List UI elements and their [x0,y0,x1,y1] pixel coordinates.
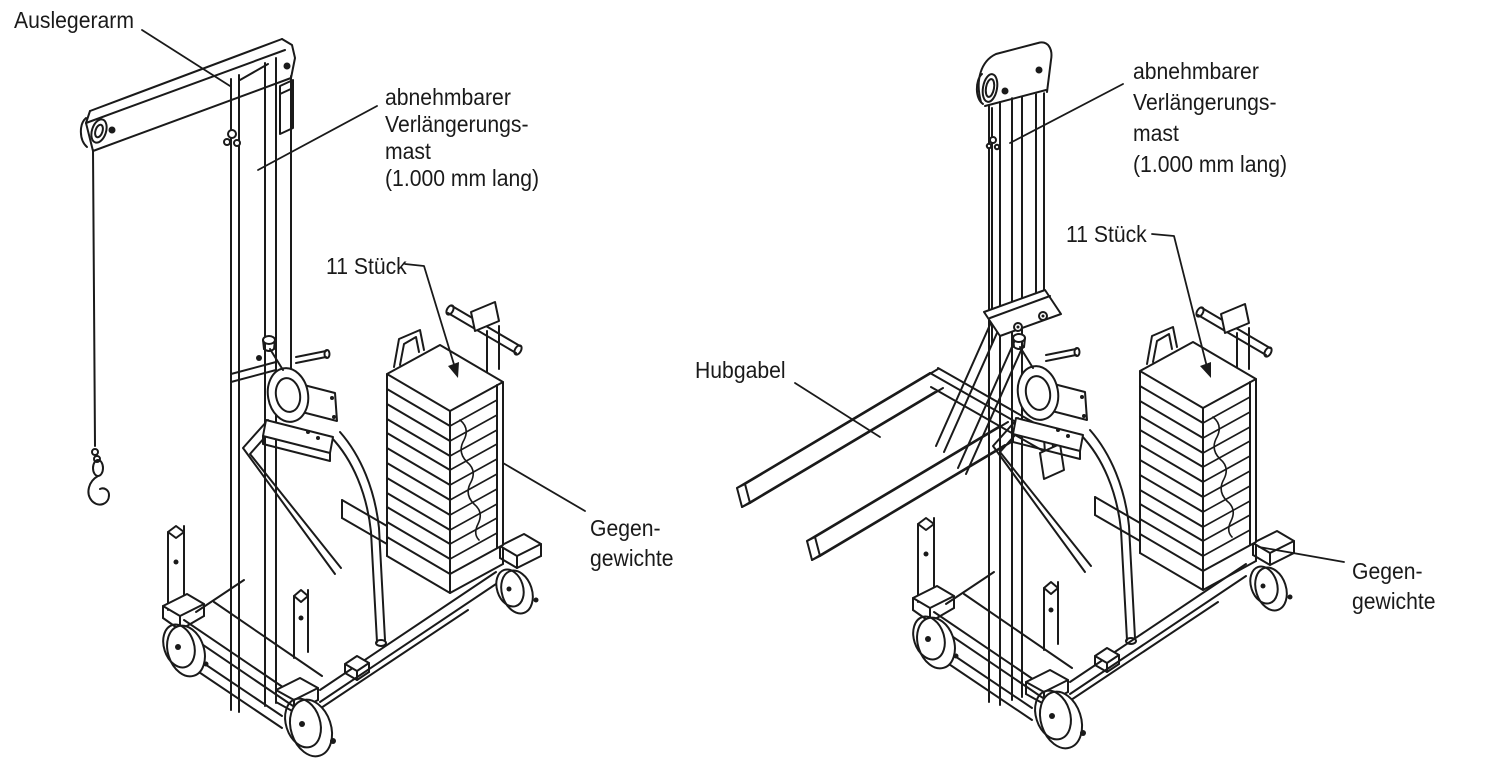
left-machine-drawing [79,38,542,758]
leader-counterweights-right [1258,546,1345,563]
label-line: abnehmbarer [1133,58,1259,84]
leader-auslegerarm [141,29,231,87]
lifting-fork [736,317,1065,561]
label-line: (1.000 mm lang) [1133,151,1288,177]
leader-lines [141,29,1345,563]
arrowhead-count-left [448,362,459,378]
counterweight-tray-left [341,499,542,615]
leader-counterweights-left [502,462,586,512]
label-count-left: 11 Stück [326,253,407,279]
right-machine-drawing [736,41,1295,750]
label-extension-mast-right: abnehmbarer Verlängerungs- mast (1.000 m… [1133,56,1287,180]
label-auslegerarm: Auslegerarm [14,7,134,33]
label-line: gewichte [1352,588,1436,614]
arrowhead-count-right [1200,362,1211,378]
leader-extension-mast-left [257,105,378,171]
label-extension-mast-left: abnehmbarer Verlängerungs- mast (1.000 m… [385,84,539,192]
counterweight-stack-right [1139,326,1257,572]
label-line: Verlängerungs- [385,111,529,137]
push-handle-left [445,301,523,375]
label-counterweights-left: Gegen- gewichte [590,513,674,573]
label-line: Gegen- [590,515,661,541]
label-counterweights-right: Gegen- gewichte [1352,556,1436,616]
leader-hubgabel [794,382,881,438]
leader-count-right [1151,233,1209,372]
jib-arm [79,38,296,152]
label-line: gewichte [590,545,674,571]
rope-and-hook [87,149,110,506]
push-handle-right [1195,303,1273,375]
leader-count-left [404,263,457,372]
label-hubgabel: Hubgabel [695,357,786,383]
label-line: abnehmbarer [385,84,511,110]
support-braces-right [992,417,1137,645]
label-line: Gegen- [1352,558,1423,584]
label-line: (1.000 mm lang) [385,165,540,191]
chassis-left [162,501,497,758]
mast-left [223,57,294,713]
counterweight-stack-left [386,329,504,575]
winch-left [262,335,338,462]
label-line: Verlängerungs- [1133,89,1277,115]
label-line: mast [385,138,431,164]
leader-extension-mast-right [1009,83,1124,144]
winch-right [983,289,1088,460]
label-line: mast [1133,120,1179,146]
label-count-right: 11 Stück [1066,221,1147,247]
mast-right [975,41,1053,706]
